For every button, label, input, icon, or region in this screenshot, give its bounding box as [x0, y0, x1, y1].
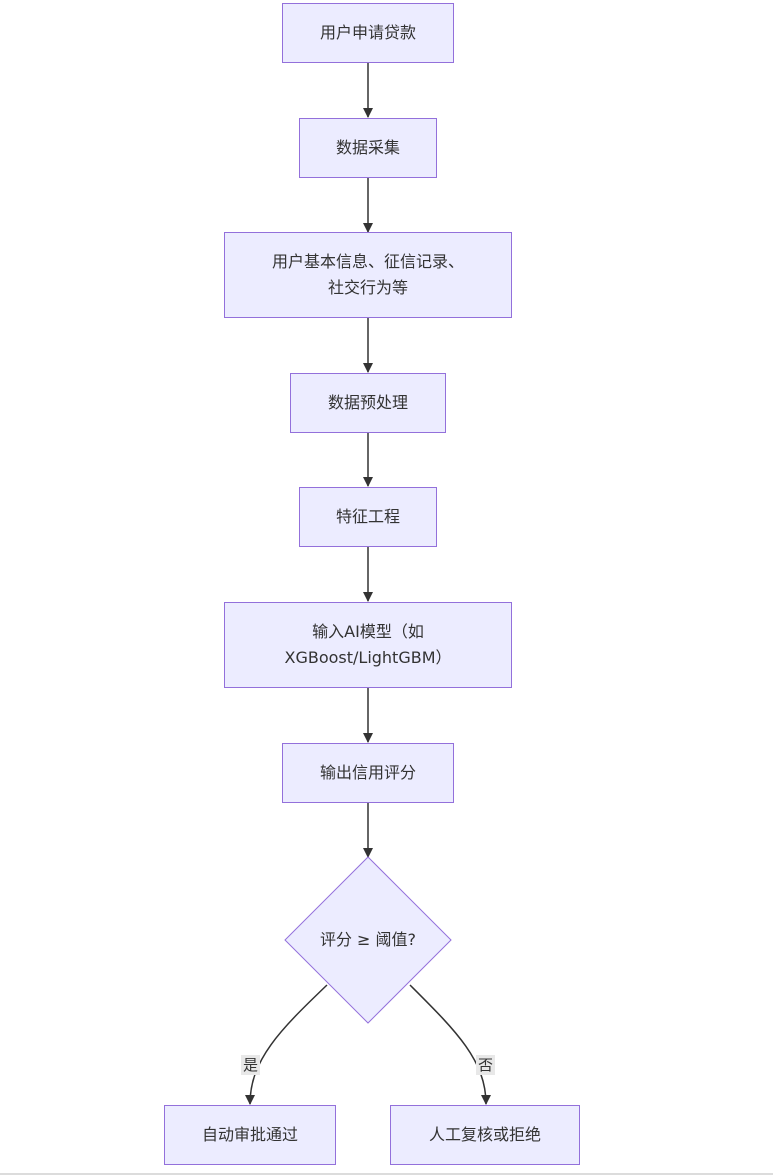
node-manual-review-label: 人工复核或拒绝	[428, 1125, 541, 1144]
node-data-sources-label-line1: 用户基本信息、征信记录、	[271, 252, 464, 271]
node-apply-loan-label: 用户申请贷款	[319, 23, 416, 42]
node-ai-model-label-line2: XGBoost/LightGBM）	[284, 648, 452, 667]
edge-decision-to-approve	[245, 984, 328, 1105]
node-data-collection-label: 数据采集	[335, 138, 400, 157]
edge-decision-to-review	[409, 984, 491, 1105]
node-feature-engineering: 特征工程	[299, 487, 437, 547]
node-data-preprocessing-label: 数据预处理	[327, 393, 408, 412]
node-credit-score-label: 输出信用评分	[319, 763, 416, 782]
node-apply-loan: 用户申请贷款	[282, 3, 454, 63]
node-data-sources-label-line2: 社交行为等	[327, 278, 408, 297]
node-auto-approve: 自动审批通过	[164, 1105, 336, 1165]
node-data-sources: 用户基本信息、征信记录、 社交行为等	[224, 232, 512, 318]
decision-diamond	[284, 856, 452, 1024]
edge-label-no: 否	[476, 1055, 496, 1075]
node-credit-score: 输出信用评分	[282, 743, 454, 803]
edge-label-yes: 是	[241, 1055, 261, 1075]
node-manual-review: 人工复核或拒绝	[390, 1105, 580, 1165]
node-data-preprocessing: 数据预处理	[290, 373, 446, 433]
node-ai-model: 输入AI模型（如 XGBoost/LightGBM）	[224, 602, 512, 688]
node-auto-approve-label: 自动审批通过	[201, 1125, 298, 1144]
bottom-divider	[0, 1173, 773, 1175]
node-feature-engineering-label: 特征工程	[335, 507, 400, 526]
node-ai-model-label-line1: 输入AI模型（如	[312, 622, 424, 641]
decision-label: 评分 ≥ 阈值?	[319, 930, 417, 949]
node-data-collection: 数据采集	[299, 118, 437, 178]
